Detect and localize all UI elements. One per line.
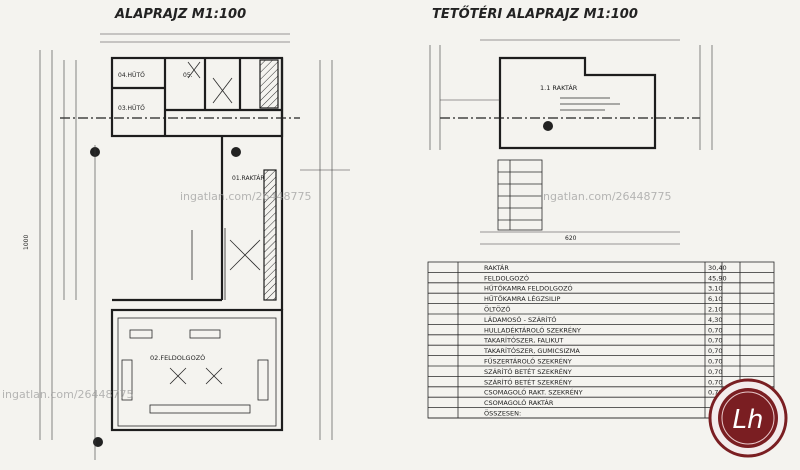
table-row-value: 0,70	[708, 347, 722, 355]
table-row-label: CSOMAGOLÓ RAKTÁR	[484, 398, 554, 407]
table-row-value: 0,70	[708, 389, 722, 397]
room3-label: 03.HŰTŐ	[118, 105, 145, 112]
room2-label: 02.FELDOLGOZÓ	[150, 353, 205, 362]
table-row-value: 0,70	[708, 368, 722, 376]
table-row-value: 0,70	[708, 378, 722, 386]
attic-stair	[497, 159, 543, 231]
logo-letters: Lh	[733, 405, 764, 435]
ground-width-dim: 1000	[23, 235, 30, 250]
main-outline: 01.RAKTÁR	[112, 58, 284, 310]
table-row-value: 2,10	[708, 306, 722, 314]
table-row-label: ÖLTÖZŐ	[484, 305, 511, 314]
table-row-label: SZÁRÍTÓ BETÉT SZEKRÉNY	[484, 367, 572, 376]
table-row-label: LÁDAMOSÓ - SZÁRÍTÓ	[484, 315, 557, 324]
table-row-value: 6,10	[708, 295, 722, 303]
ground-dimensions: 1000	[23, 33, 350, 440]
table-row-value: 4,30	[708, 316, 722, 324]
table-row-label: TAKARÍTÓSZER, FALIKUT	[483, 336, 563, 345]
table-row-label: HULLADÉKTÁROLÓ SZEKRÉNY	[484, 325, 581, 334]
room1-label: 01.RAKTÁR	[232, 175, 265, 182]
upper-rooms-block: 04.HŰTŐ 05. 03.HŰTŐ	[110, 56, 284, 138]
table-row-label: ÖSSZESEN:	[484, 409, 521, 418]
room4-label: 04.HŰTŐ	[118, 72, 145, 79]
attic-dimensions: 620	[429, 39, 713, 245]
table-row-value: 3,10	[708, 285, 722, 293]
watermark-3: ingatlan.com/26448775	[2, 388, 134, 401]
ground-section-marks	[60, 117, 300, 460]
attic-plan: 1.1 RAKTÁR	[440, 56, 700, 150]
table-row-label: FŰSZERTÁROLÓ SZEKRÉNY	[484, 357, 572, 366]
table-row-label: SZÁRÍTÓ BETÉT SZEKRÉNY	[484, 377, 572, 386]
table-row-value: 45,90	[708, 274, 727, 282]
watermark-1: ingatlan.com/26448775	[180, 190, 312, 203]
table-row-value: 30,40	[708, 264, 727, 272]
watermark-2: ingatlan.com/26448775	[540, 190, 672, 203]
attic-width-dim: 620	[565, 235, 577, 242]
table-row-value: 0,70	[708, 337, 722, 345]
attic-room-label: 1.1 RAKTÁR	[540, 83, 578, 92]
table-row-value: 0,70	[708, 358, 722, 366]
table-row-label: RAKTÁR	[484, 263, 509, 272]
room5-label: 05.	[183, 72, 193, 79]
processing-room: 02.FELDOLGOZÓ	[110, 308, 284, 432]
table-row-label: FELDOLGOZÓ	[484, 273, 529, 282]
attic-floor-title: TETŐTÉRI ALAPRAJZ M1:100	[432, 6, 638, 22]
table-row-label: HŰTŐKAMRA FELDOLGOZÓ	[484, 284, 573, 293]
ground-floor-title: ALAPRAJZ M1:100	[114, 7, 246, 22]
table-row-label: TAKARÍTÓSZER, GUMICSIZMA	[483, 346, 580, 355]
company-logo: Lh	[708, 378, 788, 458]
table-row-label: CSOMAGOLÓ RAKT. SZEKRÉNY	[484, 388, 583, 397]
table-row-value: 0,70	[708, 326, 722, 334]
table-row-label: HŰTŐKAMRA LÉGZSILIP	[484, 294, 560, 303]
